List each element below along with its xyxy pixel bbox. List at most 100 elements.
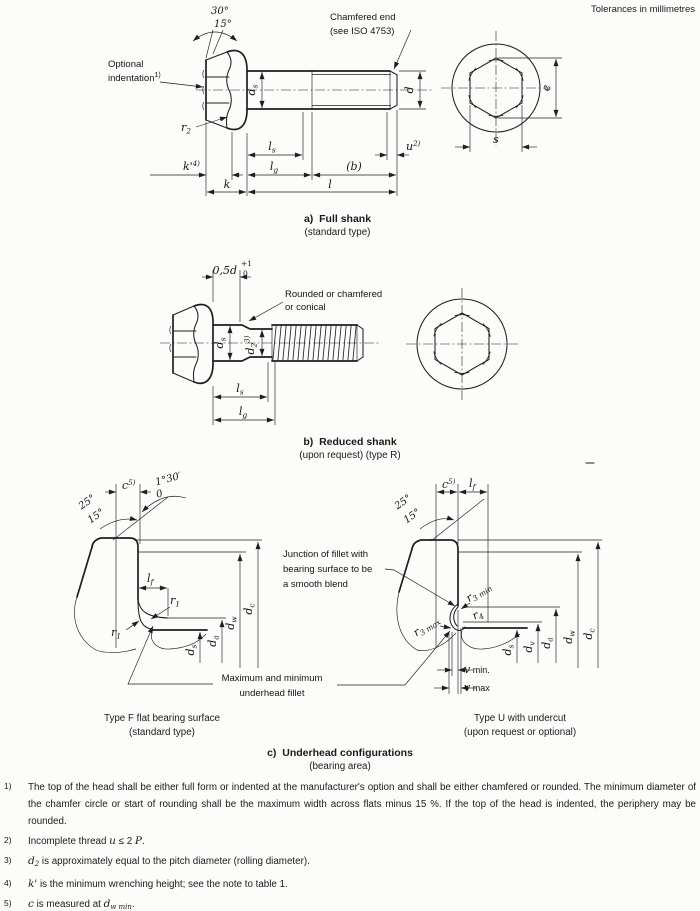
chamfered-end-shape — [389, 70, 398, 110]
fillet-leader-left — [127, 625, 213, 685]
hex-facets — [172, 305, 197, 383]
dim-label-ls: ls — [268, 140, 276, 155]
fillet-leader-right — [337, 630, 451, 686]
shank-outline — [246, 70, 313, 110]
dim-label-v-max: v max — [464, 681, 490, 694]
angle-25-label: 25° — [76, 493, 98, 513]
dim-label-lg: lg — [270, 160, 279, 175]
angle-tol-lower: 0 — [155, 488, 165, 500]
dim-label-dc: dc — [242, 603, 257, 615]
dim-label-d2: d23) — [244, 335, 259, 354]
dim-label-ds: ds — [213, 337, 228, 348]
figure-c-type-u: c5) lf 25° 15° r3 min r4 r3 max — [392, 477, 602, 694]
dim-label-r2: r2 — [181, 121, 191, 136]
dim-label-ds: ds — [184, 644, 199, 655]
angle-tol-arc — [141, 495, 187, 513]
dim-05d-tol-upper: +1 — [241, 259, 252, 268]
figure-c-annotations: Junction of fillet with bearing surface … — [127, 549, 456, 699]
head-left-slant — [398, 548, 413, 593]
angle-leaders — [205, 29, 224, 59]
footnote-4: 4)k' is the minimum wrenching height; se… — [4, 878, 288, 890]
flange-outline — [193, 303, 214, 385]
footnote-5: 5)c is measured at dw min. — [4, 898, 135, 911]
flange-circle — [416, 298, 508, 390]
angle-15-label: 15° — [402, 507, 423, 526]
figure-b-end-view — [406, 288, 518, 400]
dim-label-k-prime: k'4) — [183, 160, 200, 173]
dim-label-dc: dc — [582, 628, 597, 640]
rounded-label-1: Rounded or chamfered — [285, 289, 382, 300]
flange-outline — [226, 49, 248, 131]
figure-a-caption: a) Full shank (standard type) — [303, 213, 372, 238]
figure-a-end-view: e s — [441, 31, 562, 152]
junction-note-line2: bearing surface to be — [283, 564, 372, 575]
figure-b-side-view: ds d23) 0,5d +1 0 Rounded or chamfered o… — [160, 259, 382, 425]
underhead-fillet-note-line1: Maximum and minimum — [222, 673, 323, 684]
dim-label-e: e — [540, 84, 553, 91]
thread-end-chamfer — [356, 324, 364, 362]
dim-label-05d: 0,5d — [212, 264, 237, 277]
angle-15-label: 15° — [214, 19, 232, 30]
figure-c-type-f: c5) 1°30′ 0 25° 15° lf r1 — [74, 471, 262, 668]
optional-indentation-label-2: indentation1) — [108, 72, 161, 84]
footnote-2: 2)Incomplete thread u ≤ 2 P. — [4, 835, 145, 847]
dim-label-ls: ls — [236, 382, 244, 397]
tolerances-note: Tolerances in millimetres — [590, 4, 695, 15]
reduced-shank-outline — [212, 324, 273, 362]
indentation-marks — [169, 325, 172, 353]
dim-label-v-min: v min. — [464, 663, 490, 676]
dim-label-k: k — [224, 178, 231, 191]
dim-label-r1-lower: r1 — [111, 626, 121, 641]
dim-label-dw: dw — [224, 616, 239, 630]
rounded-label-2: or conical — [285, 302, 326, 313]
head-break-line — [74, 596, 137, 653]
dim-label-dw: dw — [562, 630, 577, 644]
dim-label-r3max: r3 max — [411, 612, 443, 640]
optional-indentation-arrow — [159, 81, 204, 89]
junction-note-line3: a smooth blend — [283, 579, 348, 590]
underhead-fillet-note-line2: underhead fillet — [240, 688, 305, 699]
optional-indentation-label-1: Optional — [108, 59, 143, 70]
crosshair-centerlines — [441, 31, 551, 146]
dim-label-c: c5) — [122, 479, 136, 492]
r2-arrow — [195, 116, 228, 128]
type-f-caption: Type F flat bearing surface (standard ty… — [104, 713, 220, 738]
thread-root — [311, 71, 391, 109]
dim-label-c: c5) — [442, 478, 456, 491]
dim-label-lf: lf — [147, 572, 155, 587]
rounded-leader — [248, 301, 284, 322]
dim-label-d: d — [403, 86, 416, 93]
max-fillet — [137, 597, 169, 619]
technical-drawing-canvas: ds d 30° 15° Optional indentation1) Cham… — [74, 6, 602, 699]
figure-b-caption: b) Reduced shank (upon request) (type R) — [299, 436, 401, 461]
shank-break-line — [461, 630, 521, 650]
head-left-slant — [76, 546, 93, 598]
chamfer-angle-arc — [419, 515, 455, 530]
shank-break-line — [151, 631, 207, 650]
head-outline — [411, 539, 459, 607]
thread-texture — [272, 325, 357, 361]
angle-15-label: 15° — [86, 507, 107, 526]
dim-label-da: da — [206, 635, 221, 647]
flange-skirt-curve — [192, 305, 199, 383]
footnote-1: 1) The top of the head shall be either f… — [4, 781, 696, 827]
indentation-marks — [202, 69, 205, 111]
dim-label-da: da — [540, 637, 555, 649]
dim-label-s: s — [493, 133, 499, 146]
junction-note-line1: Junction of fillet with — [283, 549, 368, 560]
dim-label-u: u2) — [406, 140, 421, 153]
dim-label-r4: r4 — [470, 606, 485, 623]
chamfered-end-leader — [393, 29, 412, 70]
head-outline — [91, 537, 139, 601]
angle-arc-arrow — [192, 31, 238, 42]
angle-25-label: 25° — [392, 493, 414, 513]
angle-30-label: 30° — [211, 6, 229, 17]
type-u-caption: Type U with undercut (upon request or op… — [463, 713, 577, 738]
undercut-max — [449, 603, 459, 630]
head-break-line — [396, 591, 457, 651]
undercut-min — [453, 606, 459, 627]
angle-tol-upper: 1°30′ — [154, 471, 183, 489]
footnotes: 1) The top of the head shall be either f… — [4, 779, 696, 911]
flange-skirt-curve — [225, 51, 232, 129]
